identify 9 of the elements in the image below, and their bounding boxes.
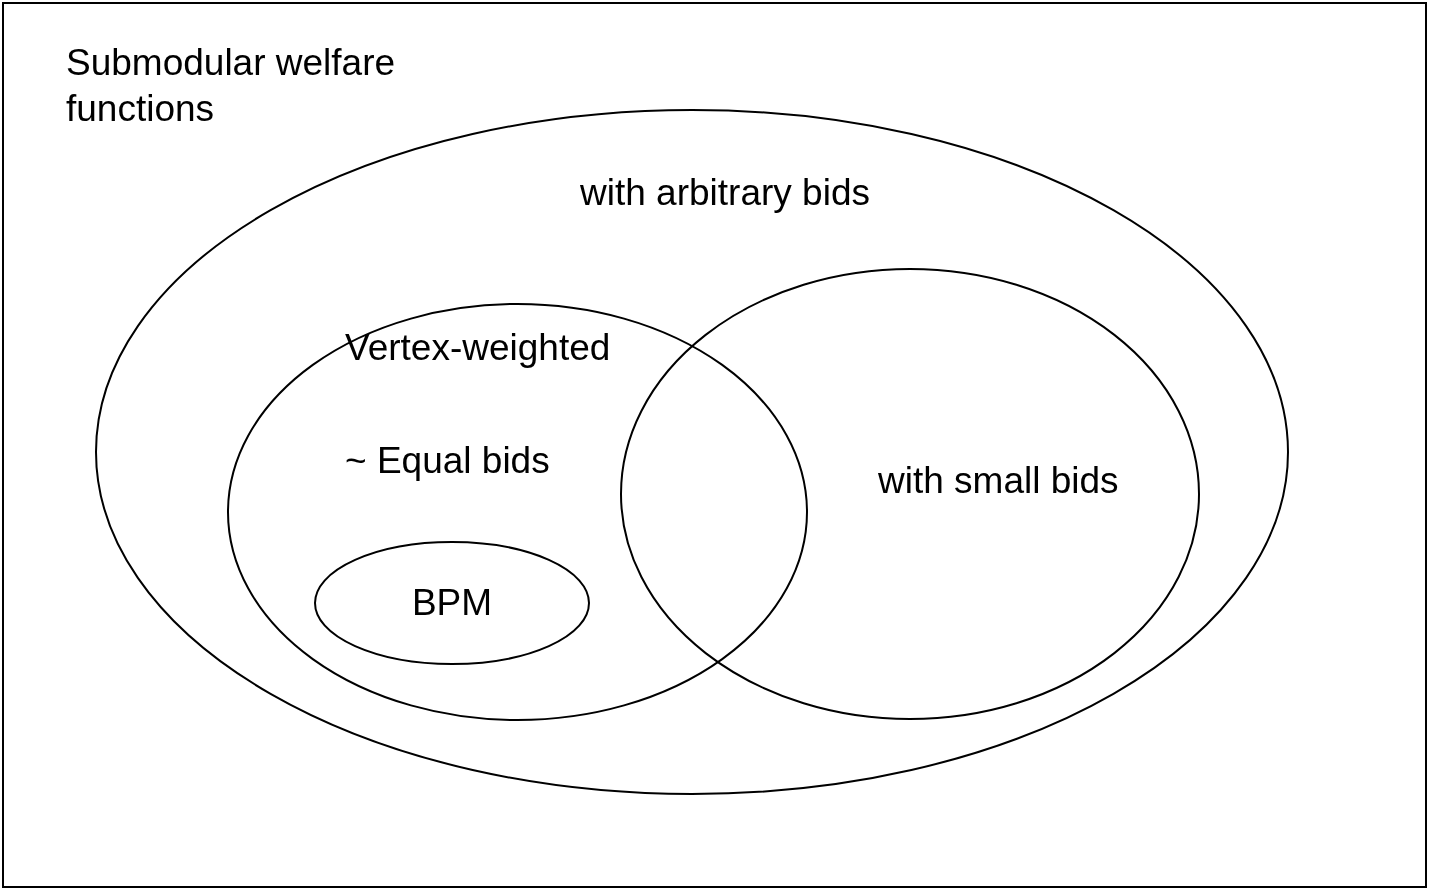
set-label: Vertex-weighted (345, 326, 612, 370)
set-label: with arbitrary bids (579, 171, 871, 215)
set-label: BPM (410, 581, 494, 625)
set-label: with small bids (878, 459, 1120, 503)
set-ellipse (620, 268, 1200, 720)
set-ellipse (227, 303, 808, 721)
set-label: Submodular welfare functions (66, 41, 397, 132)
set-label: ~ Equal bids (345, 439, 551, 483)
set-ellipse (314, 541, 590, 665)
